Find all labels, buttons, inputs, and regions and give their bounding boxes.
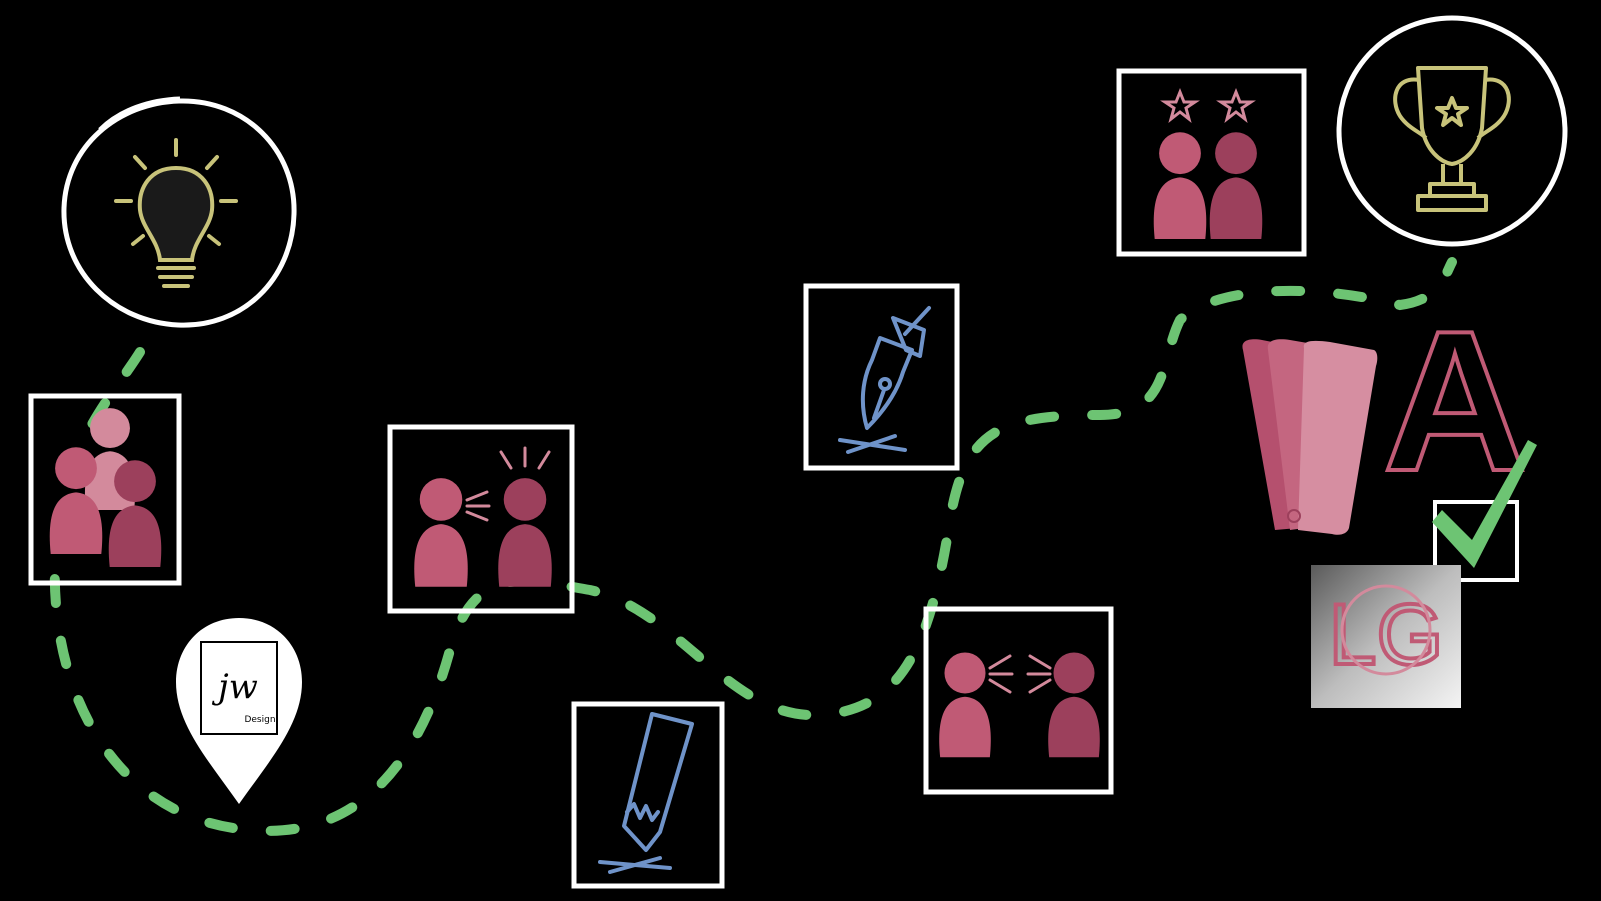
logo-text: jw [211,667,258,707]
exchange-icon [939,652,1100,758]
square-frame [923,606,1114,795]
stage-idea [61,96,297,328]
stage-rating [1116,68,1307,257]
color-swatch-icon [1242,339,1378,535]
stage-deliverables: A LG [1242,288,1537,708]
checkbox [1433,500,1519,582]
circle-frame [1336,15,1568,247]
star-icon [1160,87,1200,123]
rated-pair-icon [1153,87,1263,239]
stage-draft [803,283,960,471]
stage-team [28,393,182,586]
square-frame [387,424,575,614]
circle-frame [61,96,297,328]
square-frame [803,283,960,471]
stage-award [1336,15,1568,247]
group-icon [49,408,162,567]
square-frame [28,393,182,586]
journey-path [49,257,1457,836]
square-frame [1116,68,1307,257]
stage-sketch [571,701,725,889]
logo-subtext: Design [244,715,275,725]
lightbulb-icon [114,138,238,288]
stage-discuss [387,424,575,614]
stage-feedback [923,606,1114,795]
check-icon [1432,440,1537,568]
conversation-icon [414,446,552,587]
pencil-icon [598,712,694,874]
star-icon [1216,87,1256,123]
square-frame [571,701,725,889]
trophy-icon [1393,66,1511,212]
monogram-logo: LG [1311,565,1461,708]
typography-letter: A [1383,290,1527,513]
logo-pin: jw Design [176,618,302,804]
monogram-text: LG [1329,587,1444,683]
pen-nib-icon [838,306,931,454]
